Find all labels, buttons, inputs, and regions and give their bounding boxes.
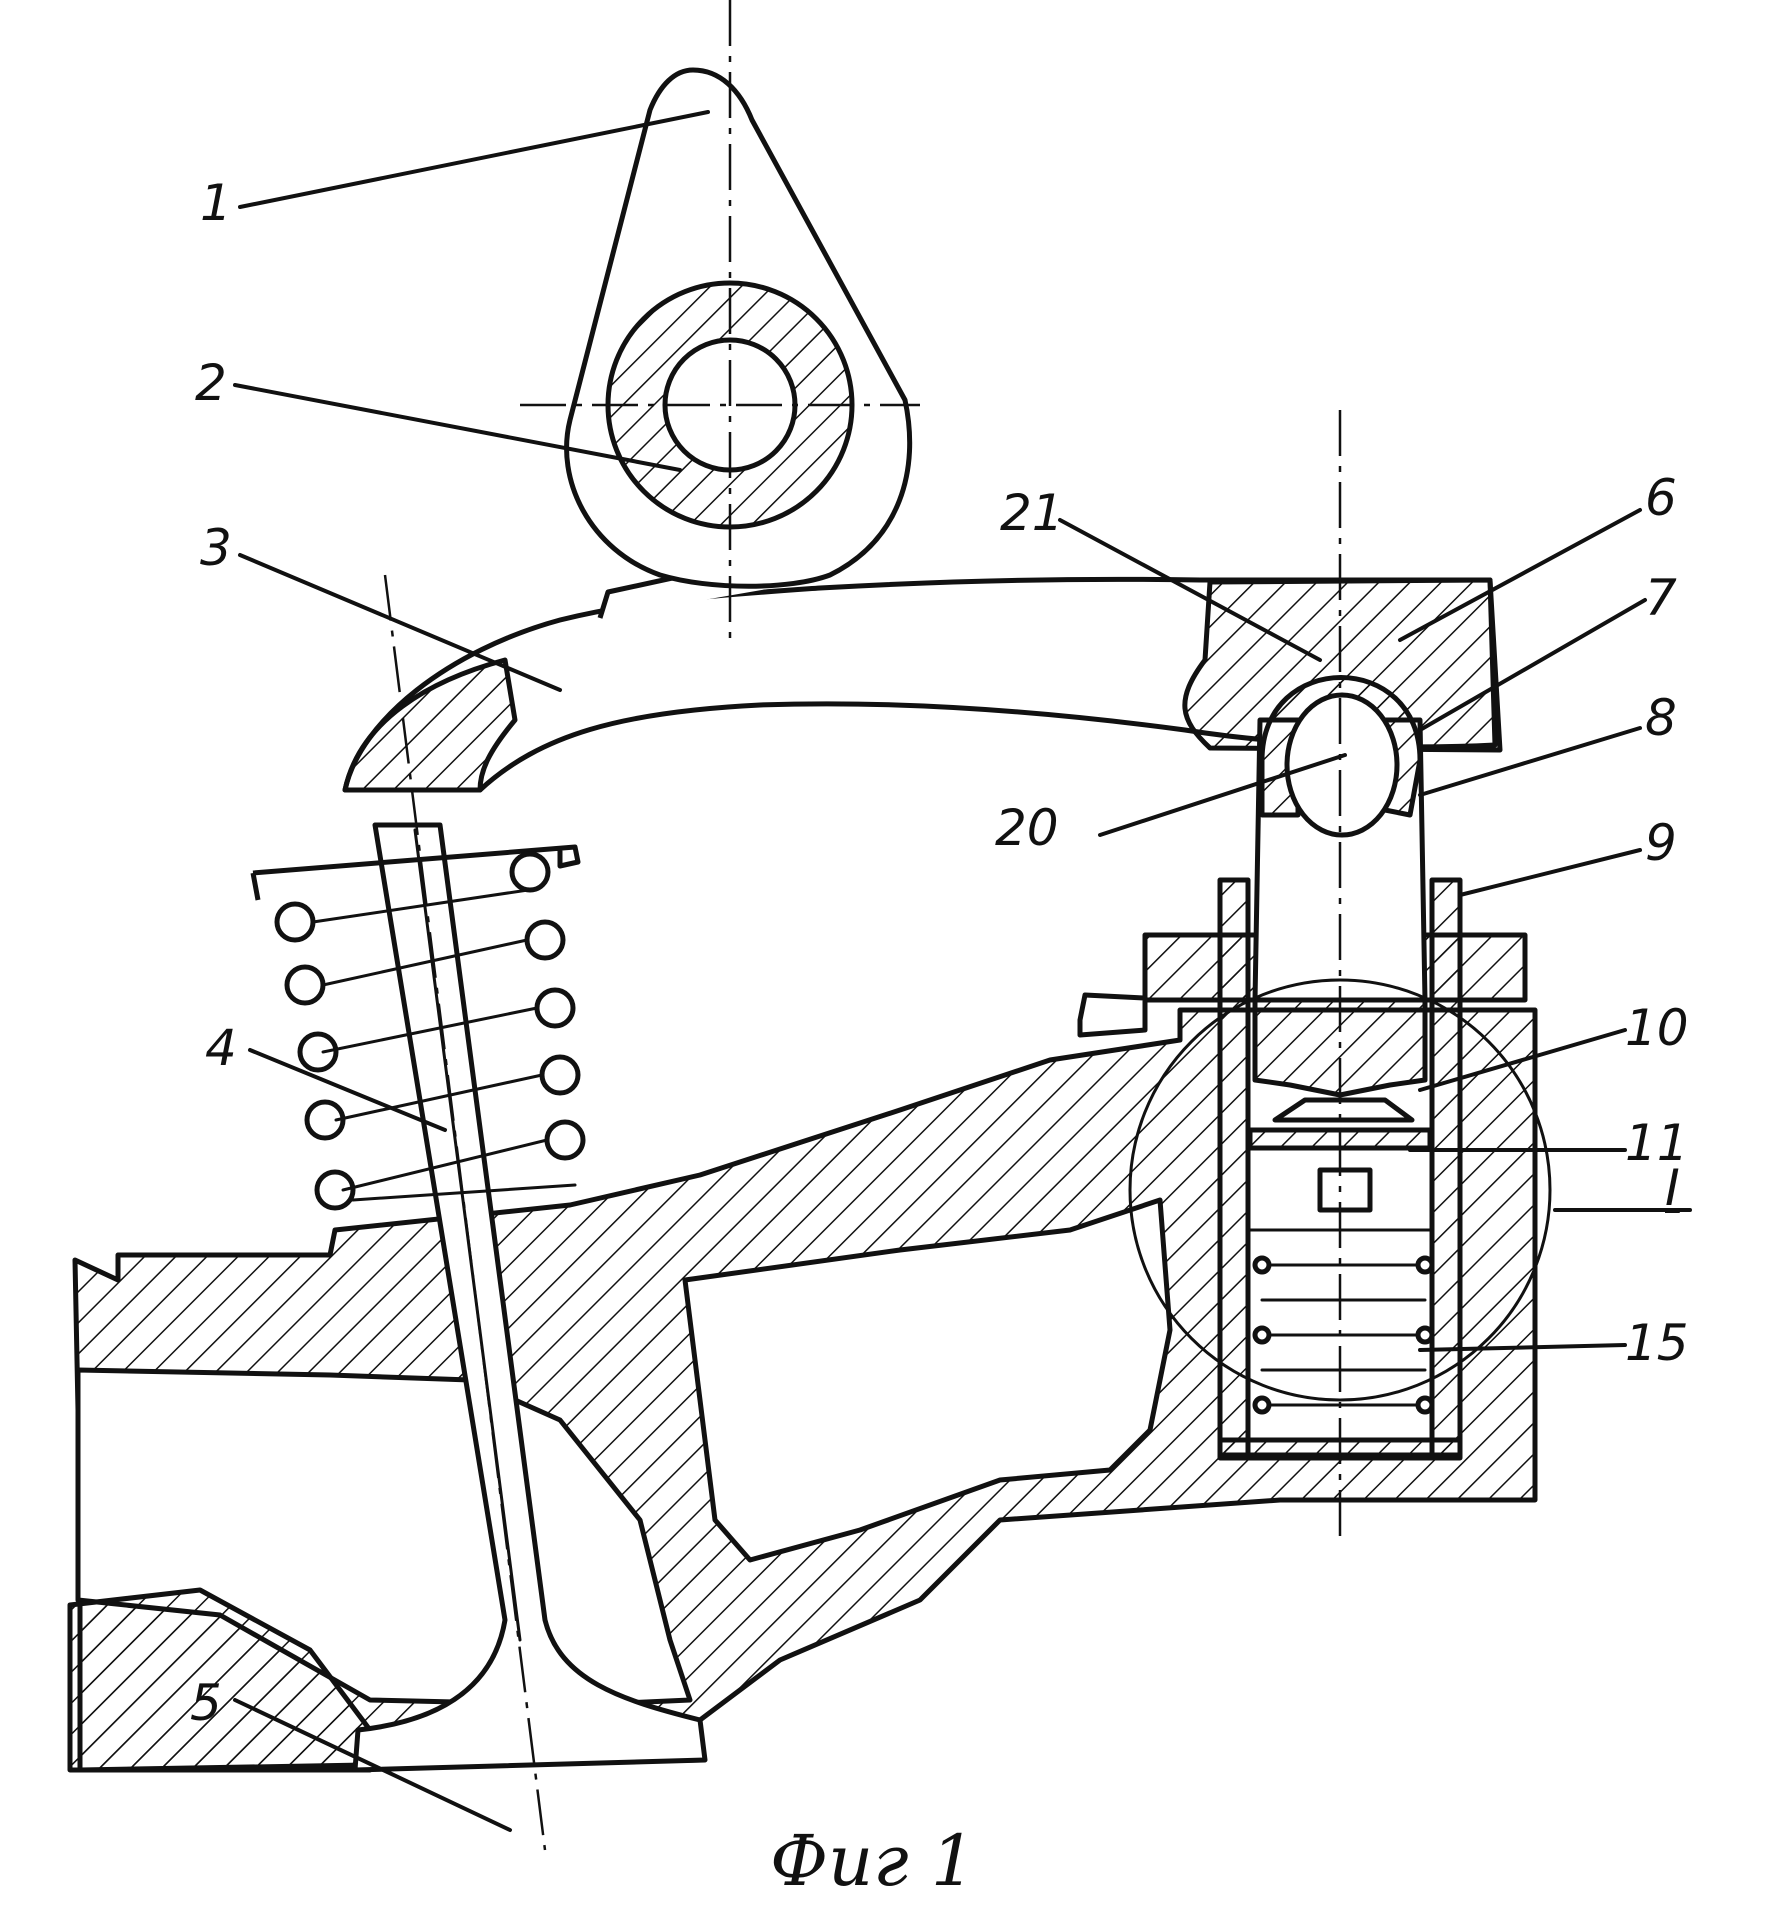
label-6: 6 — [1645, 469, 1677, 527]
valve-spring — [250, 844, 586, 1211]
label-15: 15 — [1625, 1314, 1689, 1372]
cam — [564, 67, 913, 589]
label-20: 20 — [995, 799, 1059, 857]
lifter-spring — [1252, 1255, 1435, 1415]
label-5: 5 — [190, 1674, 222, 1732]
label-1: 1 — [200, 174, 232, 232]
rocker-arm — [342, 552, 1503, 793]
center-lines — [383, 0, 1342, 1851]
label-11: 11 — [1625, 1114, 1689, 1172]
detail-circle-I — [1128, 978, 1552, 1402]
figure-caption: Фиг 1 — [770, 1820, 975, 1902]
label-2: 2 — [195, 354, 227, 412]
part-labels: 1 2 3 4 5 6 7 8 9 10 11 I 15 20 21 — [190, 174, 1689, 1732]
label-8: 8 — [1645, 689, 1677, 747]
leader-lines — [233, 110, 1692, 1832]
label-3: 3 — [200, 519, 232, 577]
label-10: 10 — [1625, 999, 1689, 1057]
label-7: 7 — [1645, 569, 1677, 627]
label-9: 9 — [1645, 814, 1677, 872]
label-4: 4 — [205, 1019, 237, 1077]
label-21: 21 — [1000, 484, 1064, 542]
label-I: I — [1665, 1159, 1680, 1217]
